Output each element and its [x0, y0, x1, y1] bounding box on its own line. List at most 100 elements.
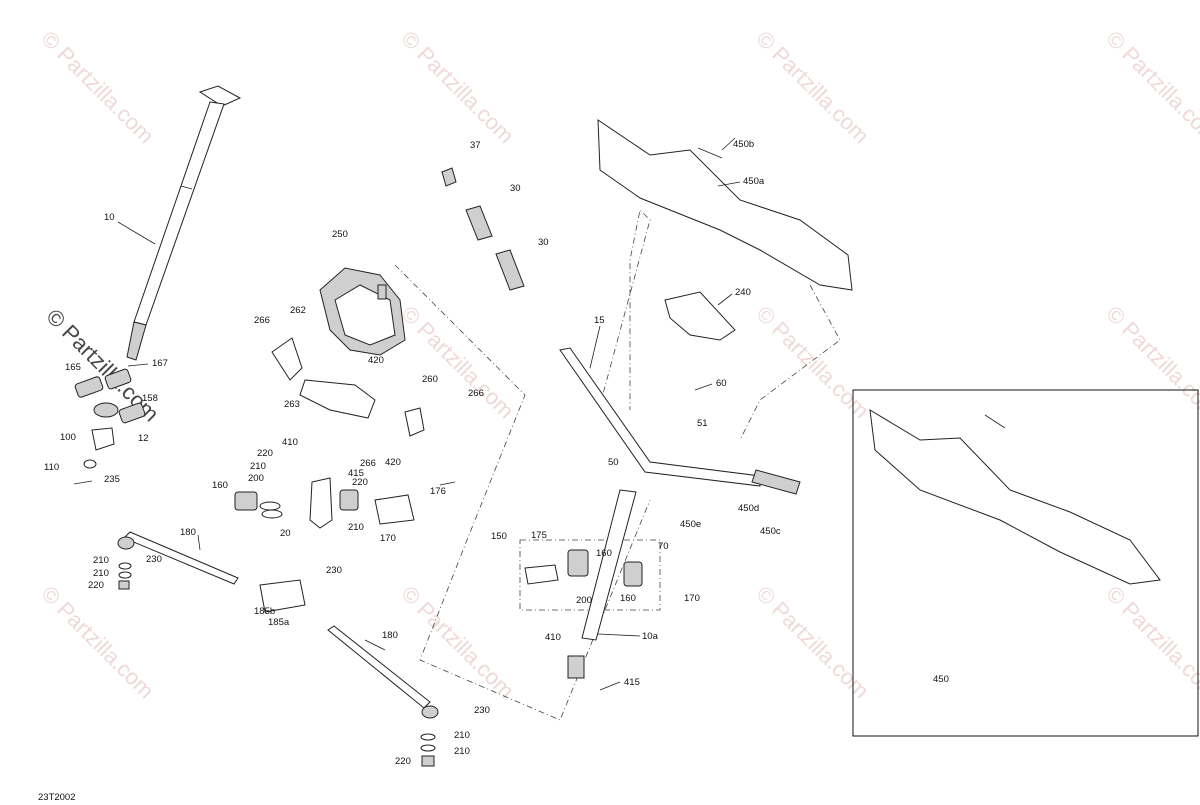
clamp-160c — [623, 561, 643, 587]
callout-185a: 185a — [268, 617, 290, 628]
callout-420: 420 — [385, 457, 401, 468]
inset-box: 450 — [852, 389, 1199, 737]
callout-220: 220 — [88, 580, 104, 591]
callout-410: 410 — [282, 437, 298, 448]
clamp-158b — [118, 402, 146, 424]
nut-220d — [421, 755, 435, 767]
callout-220: 220 — [395, 756, 411, 767]
tie-rod-end-right — [421, 705, 439, 719]
callout-230: 230 — [326, 565, 342, 576]
callout-170: 170 — [380, 533, 396, 544]
ring-158 — [93, 402, 119, 418]
shaft-spline — [126, 321, 147, 361]
callout-210: 210 — [348, 522, 364, 533]
callout-250: 250 — [332, 229, 348, 240]
callout-210: 210 — [93, 555, 109, 566]
bushing-167 — [104, 368, 132, 390]
watermark: © Partzilla.com — [1101, 26, 1200, 149]
callout-30: 30 — [510, 183, 521, 194]
grip-30b — [495, 249, 525, 291]
callout-30: 30 — [538, 237, 549, 248]
callout-230: 230 — [474, 705, 490, 716]
callout-420: 420 — [368, 355, 384, 366]
callout-450c: 450c — [760, 526, 781, 537]
callout-180: 180 — [382, 630, 398, 641]
callout-210: 210 — [250, 461, 266, 472]
handlebar-assembly — [441, 167, 801, 679]
callout-266: 266 — [254, 315, 270, 326]
handguard-inset — [869, 409, 1161, 585]
leader-lines — [117, 137, 741, 691]
block-415 — [567, 655, 585, 679]
inset-label: 450 — [933, 674, 949, 685]
callout-10: 10 — [104, 212, 115, 223]
support-100 — [91, 427, 115, 451]
washer-110 — [83, 459, 97, 469]
steering-shaft — [126, 85, 242, 361]
callout-20: 20 — [280, 528, 291, 539]
callout-60: 60 — [716, 378, 727, 389]
watermark: © Partzilla.com — [751, 26, 874, 149]
bushing-160a — [234, 491, 258, 511]
handlebar-outline — [599, 209, 651, 410]
clamp-group-outline — [519, 539, 661, 611]
bushing-220 — [339, 489, 359, 511]
callout-260: 260 — [422, 374, 438, 385]
callout-210: 210 — [454, 730, 470, 741]
washer-210c — [118, 562, 132, 570]
watermark: © Partzilla.com — [36, 26, 159, 149]
bracket-260 — [404, 407, 425, 437]
relay-rod-185 — [259, 579, 306, 613]
callout-220: 220 — [352, 477, 368, 488]
watermark: © Partzilla.com — [36, 581, 159, 704]
callout-200: 200 — [576, 595, 592, 606]
shaft-flange — [198, 85, 242, 107]
callout-170: 170 — [684, 593, 700, 604]
inset-frame — [852, 389, 1199, 737]
bracket-262 — [271, 337, 303, 381]
callout-100: 100 — [60, 432, 76, 443]
callout-160: 160 — [212, 480, 228, 491]
center-lower-parts — [234, 477, 415, 529]
grip-end-37 — [441, 167, 457, 187]
callout-450d: 450d — [738, 503, 759, 514]
callouts: 10 167 165 158 12 100 110 235 250 266 26… — [44, 139, 781, 767]
tie-rod-left — [123, 531, 239, 585]
callout-70: 70 — [658, 541, 669, 552]
tie-rod-right — [327, 625, 431, 709]
center-assembly-outline — [394, 264, 651, 721]
washer-210e — [420, 733, 436, 741]
callout-210: 210 — [93, 568, 109, 579]
washer-210f — [420, 744, 436, 752]
callout-266: 266 — [468, 388, 484, 399]
callout-15: 15 — [594, 315, 605, 326]
callout-450b: 450b — [733, 139, 754, 150]
nut-220c — [118, 580, 130, 590]
callout-450e: 450e — [680, 519, 701, 530]
callout-160: 160 — [596, 548, 612, 559]
handguard-450a — [597, 119, 853, 291]
callout-210: 210 — [454, 746, 470, 757]
callout-160: 160 — [620, 593, 636, 604]
watermark: © Partzilla.com — [751, 301, 874, 424]
callout-51: 51 — [697, 418, 708, 429]
eps-shaft — [377, 284, 387, 300]
callout-158: 158 — [142, 393, 158, 404]
callout-176: 176 — [430, 486, 446, 497]
callout-37: 37 — [470, 140, 481, 151]
callout-415: 415 — [624, 677, 640, 688]
handlebar-15 — [559, 347, 761, 487]
oring-210 — [261, 509, 283, 519]
tie-rod-end-left — [117, 536, 135, 550]
bracket-175 — [524, 564, 559, 585]
watermark: © Partzilla.com — [396, 581, 519, 704]
lower-bearing-parts — [73, 368, 146, 485]
callout-263: 263 — [284, 399, 300, 410]
callout-12: 12 — [138, 433, 149, 444]
tie-rods — [117, 531, 439, 767]
callout-110: 110 — [44, 462, 59, 473]
callout-235: 235 — [104, 474, 120, 485]
callout-10a: 10a — [642, 631, 659, 642]
bracket-176 — [374, 494, 415, 525]
callout-165: 165 — [65, 362, 81, 373]
